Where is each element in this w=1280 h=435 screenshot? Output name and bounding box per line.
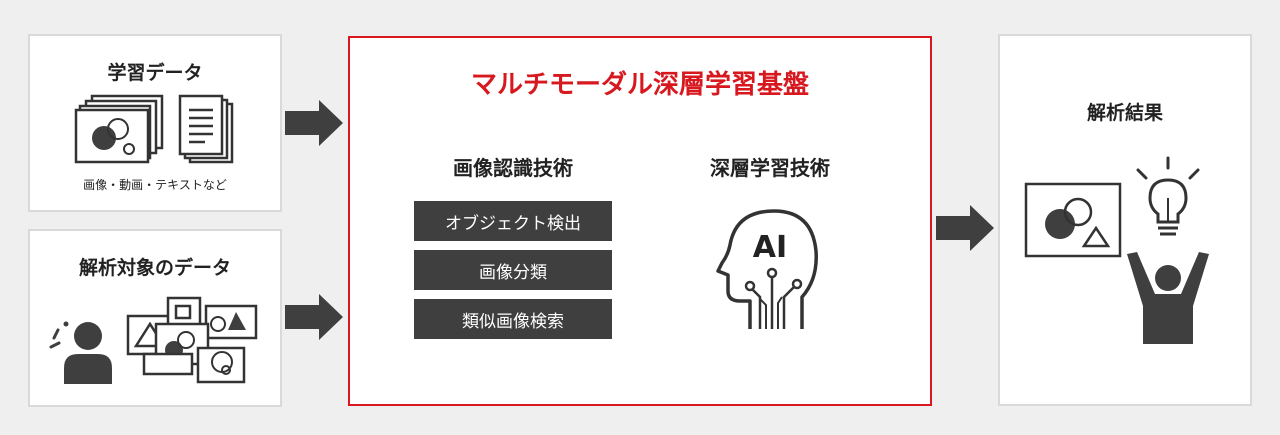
arrow-target-to-platform: [285, 294, 343, 340]
arrow-platform-to-result: [936, 205, 994, 251]
image-result-icon: [1024, 182, 1122, 258]
image-recognition-title: 画像認識技術: [453, 156, 573, 180]
cheering-person-icon: [1127, 252, 1209, 344]
platform-title: マルチモーダル深層学習基盤: [470, 70, 809, 100]
learning-data-caption: 画像・動画・テキストなど: [83, 178, 227, 192]
document-stack-icon: [178, 94, 234, 164]
ai-label: AI: [753, 230, 787, 265]
image-classification-item: 画像分類: [414, 250, 612, 290]
result-title: 解析結果: [1086, 102, 1163, 124]
scattered-images-icon: [126, 296, 258, 384]
similar-image-search-item: 類似画像検索: [414, 299, 612, 339]
image-stack-icon: [74, 94, 164, 164]
learning-data-title: 学習データ: [107, 62, 203, 84]
object-detection-item: オブジェクト検出: [414, 201, 612, 241]
target-data-title: 解析対象のデータ: [78, 257, 231, 279]
arrow-learning-to-platform: [285, 100, 343, 146]
deep-learning-title: 深層学習技術: [710, 156, 830, 180]
learning-data-panel: 学習データ 画像・動画・テキストなど: [28, 34, 282, 212]
ai-head-icon: AI: [716, 209, 818, 329]
confused-person-icon: [49, 321, 112, 384]
lightbulb-icon: [1136, 156, 1200, 236]
